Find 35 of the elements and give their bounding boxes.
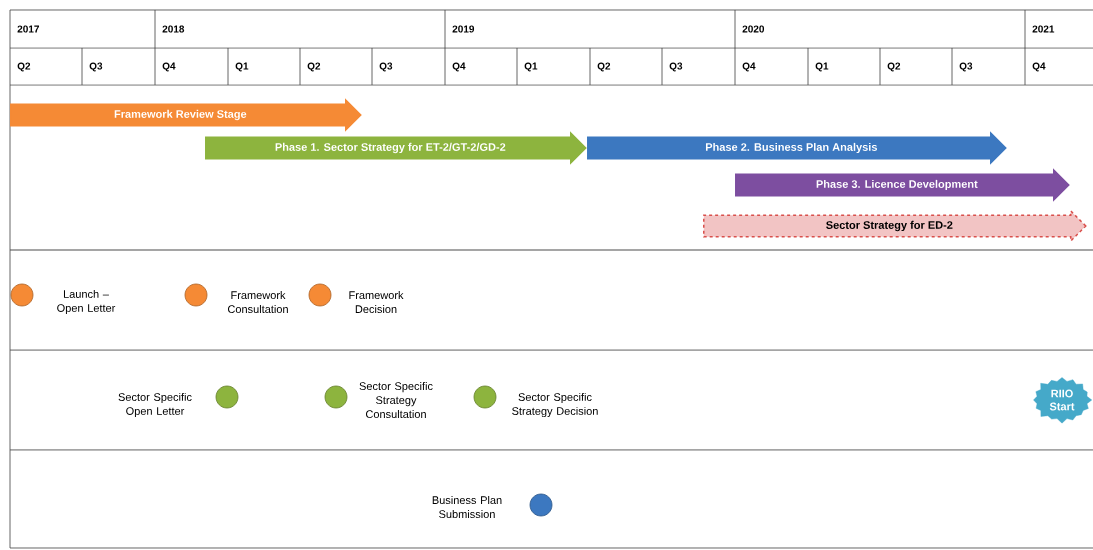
- milestone-label: Sector Specific Strategy Decision: [512, 392, 598, 418]
- milestone-dot: [10, 283, 34, 307]
- milestone-dot: [308, 283, 332, 307]
- label: Q2: [887, 62, 901, 72]
- label: Q3: [669, 62, 683, 72]
- label: 2017: [17, 25, 40, 33]
- milestone-dot: [473, 385, 497, 409]
- label: Q4: [742, 62, 756, 72]
- label: Q4: [452, 62, 466, 72]
- label: 2019: [452, 25, 475, 33]
- label: 2021: [1032, 25, 1055, 33]
- label: Q4: [162, 62, 176, 72]
- label: 2018: [162, 25, 185, 33]
- starburst-badge: RIIO Start: [1033, 377, 1092, 424]
- milestone-dot: [215, 385, 239, 409]
- label: Q3: [379, 62, 393, 72]
- milestone-label: Framework Consultation: [228, 290, 288, 314]
- milestone-dot: [324, 385, 348, 409]
- milestone-label: Framework Decision: [349, 290, 404, 314]
- label: Q1: [235, 62, 249, 72]
- label: Q2: [17, 62, 31, 72]
- milestone-dot: [529, 493, 553, 517]
- milestone-label: Sector Specific Strategy Consultation: [359, 381, 433, 419]
- label: Q2: [597, 62, 611, 72]
- label: Q4: [1032, 62, 1046, 72]
- label: Q1: [524, 62, 538, 72]
- milestone-label: Business Plan Submission: [432, 495, 502, 519]
- label: Q1: [815, 62, 829, 72]
- milestone-dot: [184, 283, 208, 307]
- milestone-label: Launch – Open Letter: [57, 289, 116, 315]
- label: Q3: [89, 62, 103, 72]
- milestone-label: Sector Specific Open Letter: [118, 392, 192, 418]
- label: Q3: [959, 62, 973, 72]
- label: Q2: [307, 62, 321, 72]
- label: 2020: [742, 25, 765, 33]
